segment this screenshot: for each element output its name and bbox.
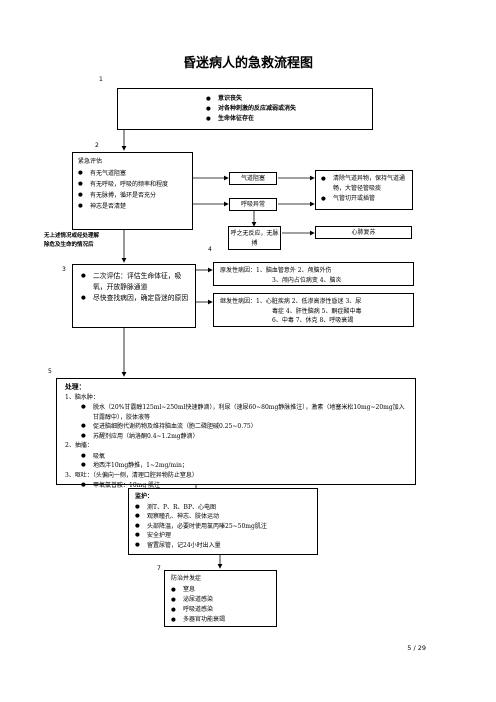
complication-item: 多器官功能衰竭	[171, 615, 272, 625]
treatment-item: 苏醒剂应用（纳洛酮0.4~1.2mg静滴）	[81, 432, 409, 442]
assessment-heading: 紧急评估	[78, 158, 103, 165]
treatment-item: 脱水（20%甘露醇125ml~250ml快速静滴），利尿（速尿60~80mg静脉…	[81, 403, 409, 422]
symptom-item: 意识丧失	[206, 94, 372, 104]
secondary-causes-line: 毒症 4、肝性脑病 5、酮症酸中毒	[272, 307, 362, 315]
monitoring-item: 头部降温，必要时使用氯丙嗪25~50mg肌注	[135, 522, 313, 532]
treatment-box: 处理： 1、脑水肿： 脱水（20%甘露醇125ml~250ml快速静滴），利尿（…	[56, 378, 416, 490]
monitoring-heading: 监护：	[135, 493, 154, 500]
assessment-item: 神志是否清楚	[78, 201, 188, 212]
symptom-item: 对各种刺激的反应减弱或消失	[206, 104, 372, 114]
monitoring-item: 观察瞳孔、神志、肢体运动	[135, 512, 313, 522]
secondary-causes-line: 1、心脏疾病 2、低渗高渗性昏迷 3、尿	[256, 298, 362, 305]
secondary-causes-label: 继发性病因：	[220, 298, 257, 305]
complications-heading: 防治并发症	[171, 575, 202, 582]
primary-causes-box: 原发性病因：1、脑血管意外 2、颅脑外伤 3、颅内占位病变 4、脑炎	[213, 262, 414, 286]
page-title: 昏迷病人的急救流程图	[182, 56, 313, 71]
primary-causes-line: 1、脑血管意外 2、颅脑外伤	[256, 267, 332, 274]
treatment-section-edema: 1、脑水肿：	[65, 393, 99, 401]
airway-action-item: 气管切开或插管	[321, 194, 409, 204]
symptom-item: 生命体征存在	[206, 114, 372, 124]
complications-box: 防治并发症 窒息 泌尿道感染 呼吸道感染 多器官功能衰竭	[164, 570, 277, 627]
secondary-assessment-box: 二次评估：评估生命体征，吸氧，开放静脉通道 尽快查找病因，确定昏迷的原因	[72, 264, 196, 328]
treatment-item: 吸氧	[81, 452, 409, 462]
treatment-item: 促进脑细胞代谢药物及维持脑血流（胞二磷胆碱0.25~0.75）	[81, 422, 409, 432]
secondary-causes-box: 继发性病因：1、心脏疾病 2、低渗高渗性昏迷 3、尿 毒症 4、肝性脑病 5、酮…	[213, 293, 414, 327]
step-number-1: 1	[99, 76, 103, 83]
airway-block-box: 气道阻塞	[229, 172, 277, 185]
no-pulse-box: 呼之无反应，无脉搏	[228, 226, 281, 250]
airway-action-item: 清除气道异物，保持气道通畅，大管径管吸痰	[321, 174, 409, 194]
treatment-item: 地西泮10mg静推，1~2mg/min；	[81, 461, 409, 471]
primary-causes-line: 3、颅内占位病变 4、脑炎	[272, 276, 342, 284]
treatment-section-vomit: 3、呕吐：（头偏向一侧，清理口腔异物防止窒息）	[65, 471, 198, 479]
treatment-section-seizure: 2、抽搐：	[65, 442, 93, 449]
complication-item: 呼吸道感染	[171, 605, 272, 615]
airway-actions-box: 清除气道异物，保持气道通畅，大管径管吸痰 气管切开或插管	[315, 170, 413, 210]
complication-item: 泌尿道感染	[171, 595, 272, 605]
complication-item: 窒息	[171, 585, 272, 595]
assessment-item: 有无脉搏，循环是否充分	[78, 190, 188, 201]
step-number-5: 5	[48, 368, 52, 375]
emergency-assessment-box: 紧急评估 有无气道阻塞 有无呼吸，呼吸的频率和程度 有无脉搏，循环是否充分 神志…	[72, 152, 193, 230]
treatment-heading: 处理：	[65, 383, 86, 391]
primary-causes-label: 原发性病因：	[220, 267, 257, 274]
step-number-7: 7	[157, 565, 161, 572]
breathing-abnormal-box: 呼吸异常	[229, 198, 277, 211]
assessment-item: 有无呼吸，呼吸的频率和程度	[78, 179, 188, 190]
secondary-causes-line: 6、中毒 7、休克 8、呼吸衰竭	[272, 317, 354, 324]
treatment-item: 甲氧氯普胺：10mg 肌注	[81, 481, 409, 491]
monitoring-item: 安全护理	[135, 531, 313, 541]
monitoring-item: 留置尿管，记24小时出入量	[135, 541, 313, 551]
monitoring-item: 测T、P、R、BP、心电图	[135, 503, 313, 513]
symptom-box: 意识丧失 对各种刺激的反应减弱或消失 生命体征存在	[117, 88, 373, 130]
step-number-4: 4	[208, 246, 212, 253]
secondary-assessment-item: 尽快查找病因，确定昏迷的原因	[81, 293, 191, 304]
monitoring-box: 监护： 测T、P、R、BP、心电图 观察瞳孔、神志、肢体运动 头部降温，必要时使…	[128, 488, 318, 555]
page-number: 5 / 29	[407, 644, 426, 652]
step-number-3: 3	[62, 266, 66, 273]
side-note: 无上述情况或经处理解除危及生命的情况后	[44, 233, 100, 248]
secondary-assessment-item: 二次评估：评估生命体征，吸氧，开放静脉通道	[81, 271, 191, 293]
cpr-box: 心肺复苏	[315, 226, 412, 239]
step-number-2: 2	[95, 142, 99, 149]
assessment-item: 有无气道阻塞	[78, 168, 188, 179]
